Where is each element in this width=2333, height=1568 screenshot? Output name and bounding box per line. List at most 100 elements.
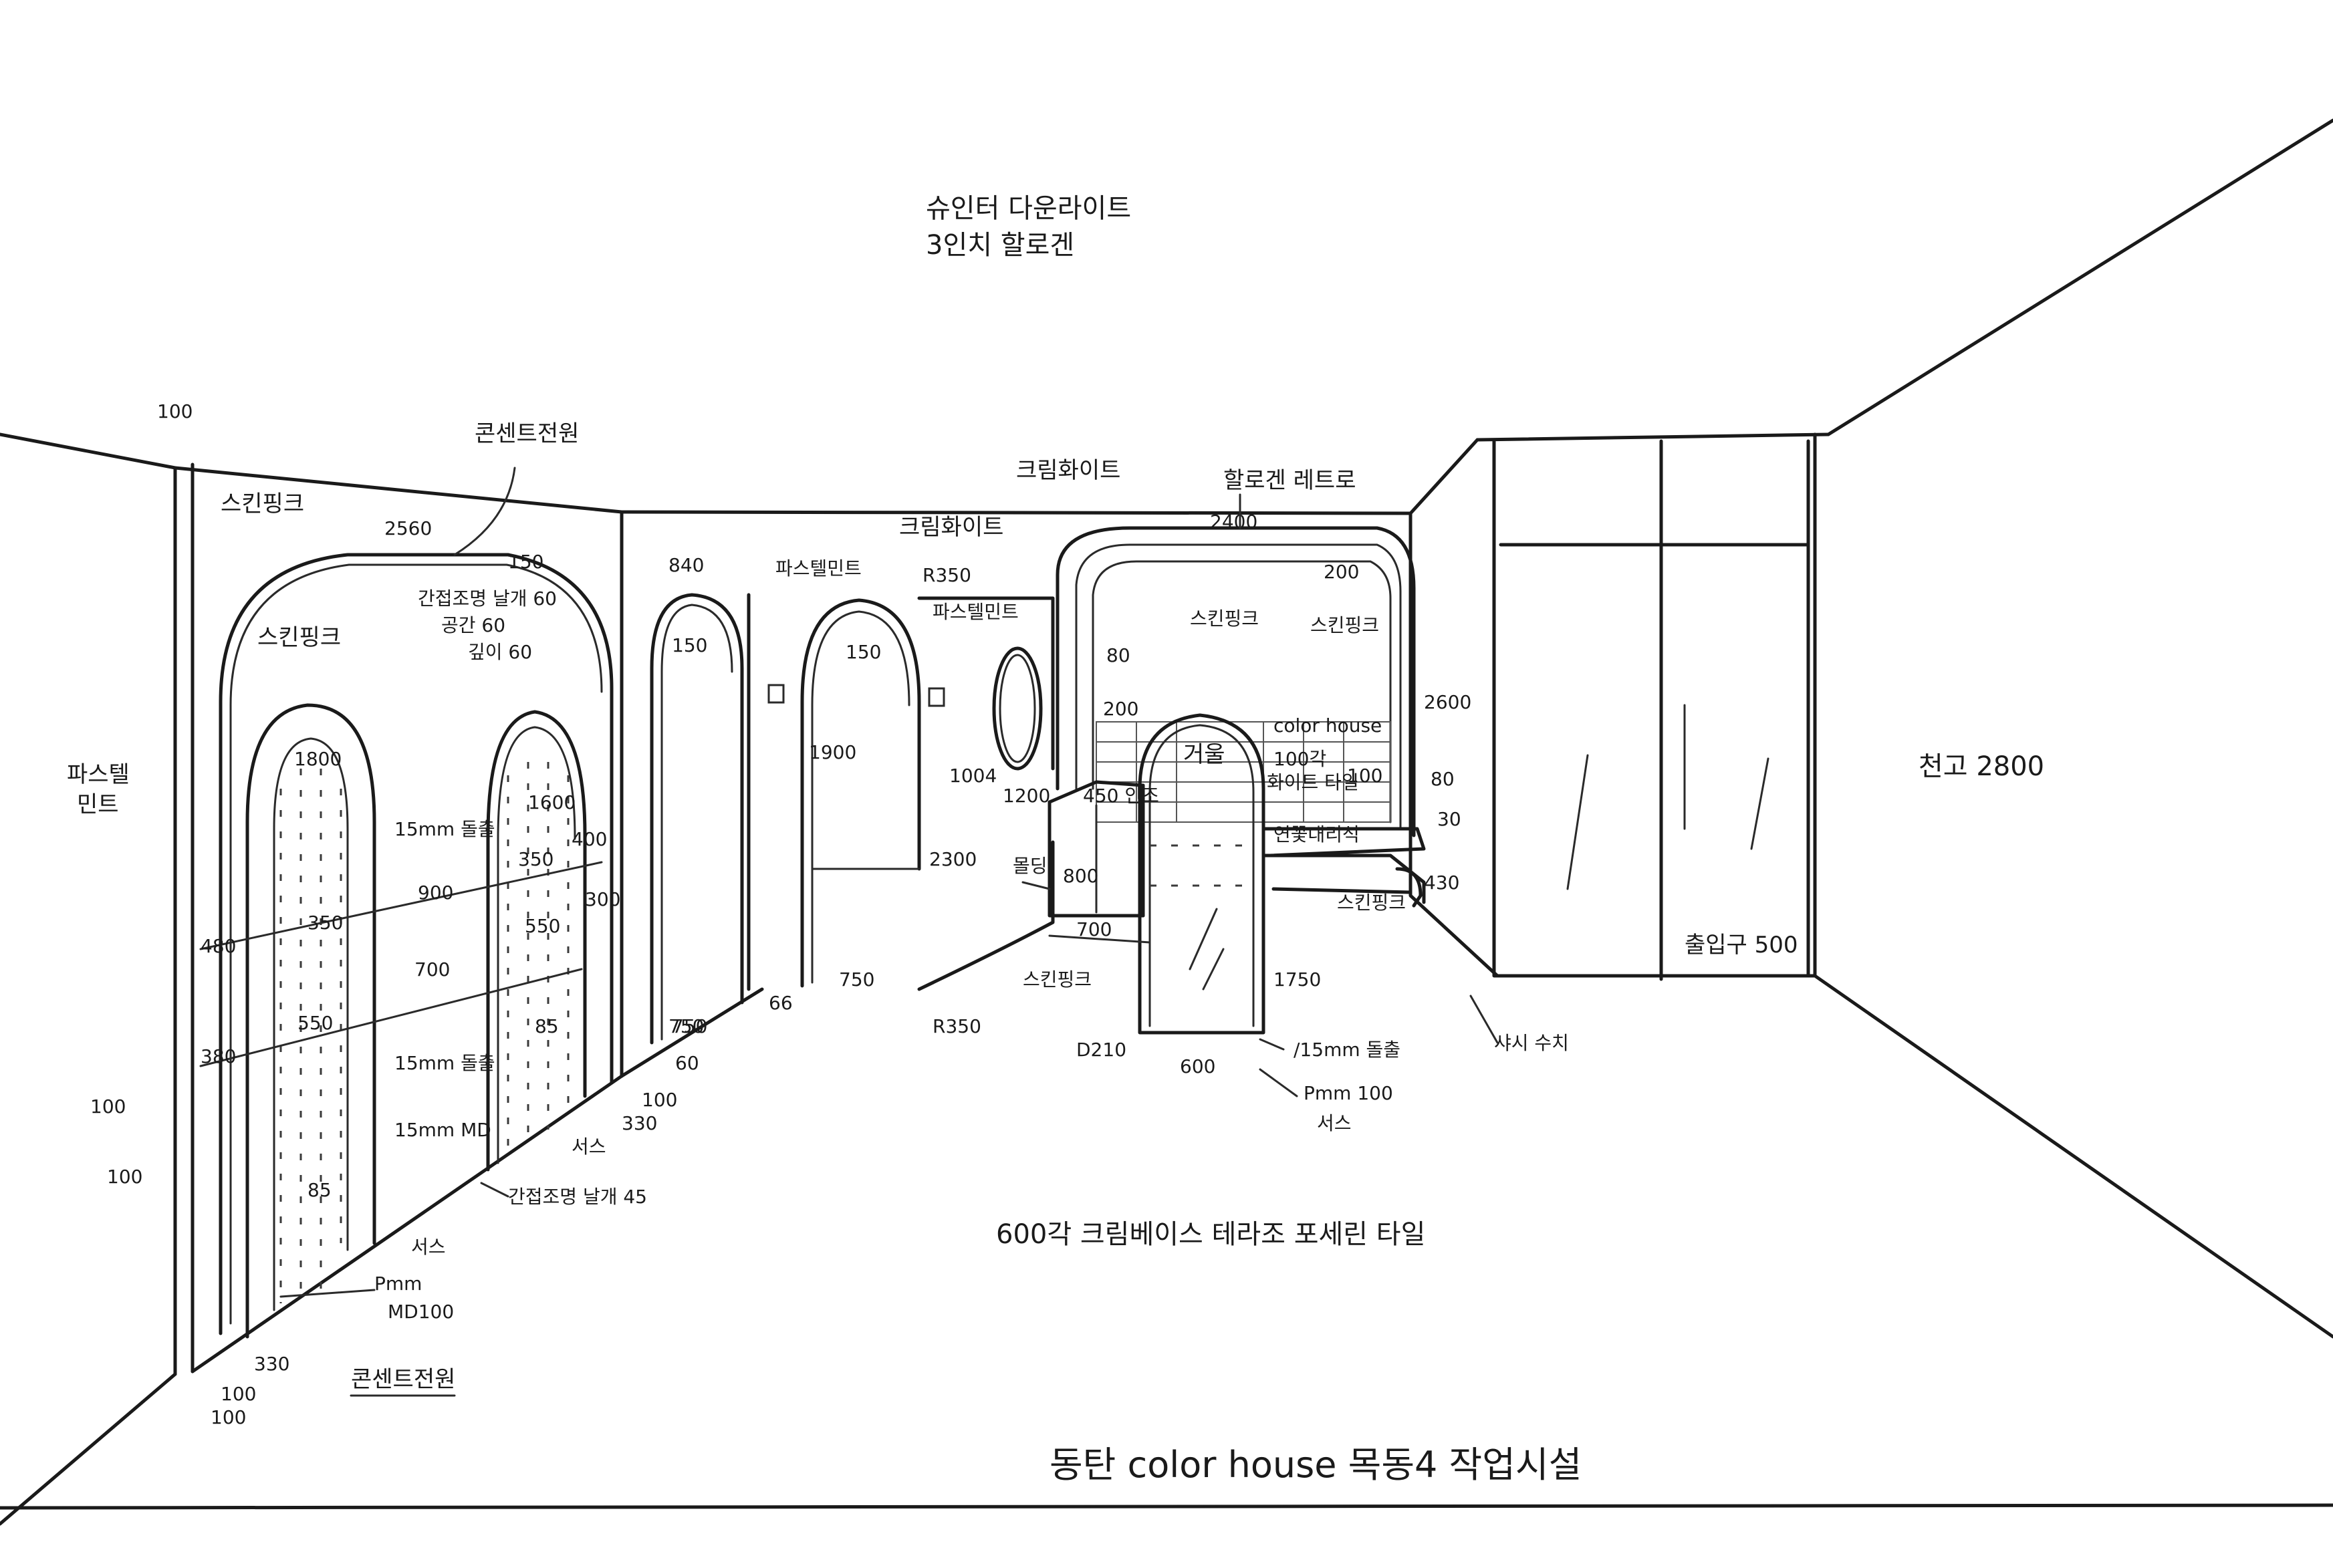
dim-80-a: 80 [1106,644,1130,666]
dim-550-a: 550 [525,915,560,937]
dim-85-b: 85 [308,1179,332,1201]
dim-350-a: 350 [308,912,343,934]
dim-1750: 1750 [1273,968,1321,991]
dim-350-b: 350 [518,848,554,870]
label-skin-pink-top: 스킨핑크 [221,491,304,517]
corridor-arches [650,593,1055,1045]
label-power-bottom: 콘센트전원 [351,1366,455,1393]
dim-840: 840 [668,554,704,576]
dim-100-tile: 100 [1347,765,1382,787]
label-power-top: 콘센트전원 [475,420,579,447]
label-skin-pink-arch: 스킨핑크 [257,624,341,651]
dim-100-b1: 100 [221,1383,256,1405]
dim-100-r: 100 [642,1089,677,1111]
dim-900: 900 [418,882,453,904]
dim-150-a: 150 [508,551,543,573]
drawing-title: 동탄 color house 목동4 작업시설 [1050,1444,1582,1486]
dim-2560: 2560 [384,517,432,539]
dim-100-l2: 100 [107,1166,142,1188]
label-pmm-a1: Pmm [374,1273,422,1295]
dim-200-b: 200 [1103,698,1138,720]
lighting-note-line1: 슈인터 다운라이트 [926,193,1131,224]
label-sus-a: 서스 [411,1236,446,1258]
dim-100-b2: 100 [211,1406,246,1428]
label-tile-note-2: 화이트 타일 [1267,771,1359,793]
label-mirror-door: 거울 [1183,741,1225,768]
label-mold: 몰딩 [1013,855,1048,877]
dim-100-l1: 100 [90,1095,126,1118]
left-wall-arch [199,553,614,1339]
dim-85-a: 85 [535,1015,559,1037]
label-sash: 샤시 수치 [1494,1032,1569,1054]
dim-1800: 1800 [294,748,342,770]
lighting-note-line2: 3인치 할로겐 [926,230,1074,261]
label-exit: 출입구 500 [1685,932,1798,958]
label-pmm-b1: Pmm 100 [1304,1082,1393,1104]
room-outline [0,118,2333,1526]
dim-66: 66 [769,992,793,1014]
label-mm15-d: /15mm 돌출 [1294,1039,1400,1061]
label-cream-white-right: 크림화이트 [1016,457,1120,484]
dim-2400: 2400 [1210,511,1257,533]
label-pastel-mint-left-1: 파스텔 [67,761,130,788]
label-inject: 450 인조 [1083,785,1159,807]
dim-700-vanity: 700 [1076,918,1112,940]
dim-330-b: 330 [622,1112,657,1134]
label-pastel-mint-center: 파스텔민트 [775,557,862,579]
right-wall-doors [1408,439,1817,981]
dim-300-b: 300 [585,888,620,910]
label-pmm-a2: MD100 [388,1301,454,1323]
label-ceiling-height: 천고 2800 [1919,751,2044,782]
dim-1600: 1600 [528,791,576,813]
dim-1200: 1200 [1003,785,1050,807]
dim-100-top: 100 [157,400,193,422]
dim-800: 800 [1063,865,1098,887]
dim-60: 60 [675,1052,699,1074]
label-cream-white-center: 크림화이트 [899,514,1003,541]
label-pastel-mint-left-2: 민트 [77,791,119,818]
dim-330-a: 330 [254,1353,289,1375]
label-r350-top: R350 [923,564,971,586]
label-floor-tile: 600각 크림베이스 테라조 포세린 타일 [996,1219,1425,1250]
dim-80-b: 80 [1431,768,1455,790]
label-pmm-b2: 서스 [1317,1112,1352,1134]
dim-1900: 1900 [809,741,856,763]
dim-550-b: 550 [297,1012,333,1034]
label-indirect-bottom: 간접조명 날개 45 [508,1186,647,1208]
mirror-door [1138,713,1265,1035]
dim-750-c: 750 [672,1015,707,1037]
label-mm15-a: 15mm 돌출 [394,818,495,840]
dim-480: 480 [201,935,236,957]
label-tile-note-1: 100각 [1273,748,1326,770]
label-pastel-mint-mirror: 파스텔민트 [933,601,1019,623]
dim-2600: 2600 [1424,691,1471,713]
label-skin-pink-back1: 스킨핑크 [1190,608,1259,630]
label-indirect-2: 공간 60 [441,614,505,636]
dim-30: 30 [1437,808,1461,830]
label-fixture: 할로겐 레트로 [1223,467,1356,494]
dim-2300: 2300 [929,848,977,870]
label-indirect-3: 깊이 60 [468,641,532,663]
dim-150-b: 150 [672,634,707,656]
dim-430: 430 [1424,872,1459,894]
label-indirect-1: 간접조명 날개 60 [418,587,557,610]
label-r350-bottom: R350 [933,1015,981,1037]
dim-200-a: 200 [1324,561,1359,583]
dim-150-c: 150 [846,641,881,663]
dim-400: 400 [572,828,607,850]
label-mm15-c: 15mm MD [394,1119,491,1141]
label-d210: D210 [1076,1039,1126,1061]
label-color-house-sign: color house [1273,714,1382,737]
dim-750-a: 750 [839,968,874,991]
label-skin-pink-shelf: 스킨핑크 [1337,892,1406,914]
label-skin-pink-vanity: 스킨핑크 [1023,968,1092,991]
label-sus-b: 서스 [572,1136,606,1158]
label-dark-tile: 연꽃대리석 [1273,823,1360,845]
dim-600: 600 [1180,1055,1215,1077]
dimension-labels: 100 2560 150 840 150 150 2400 200 80 200… [90,400,1471,1428]
dim-380: 380 [201,1045,236,1067]
label-skin-pink-back2: 스킨핑크 [1310,614,1379,636]
dim-750-b: 750 [668,1015,704,1037]
leader-lines [279,467,1499,1298]
